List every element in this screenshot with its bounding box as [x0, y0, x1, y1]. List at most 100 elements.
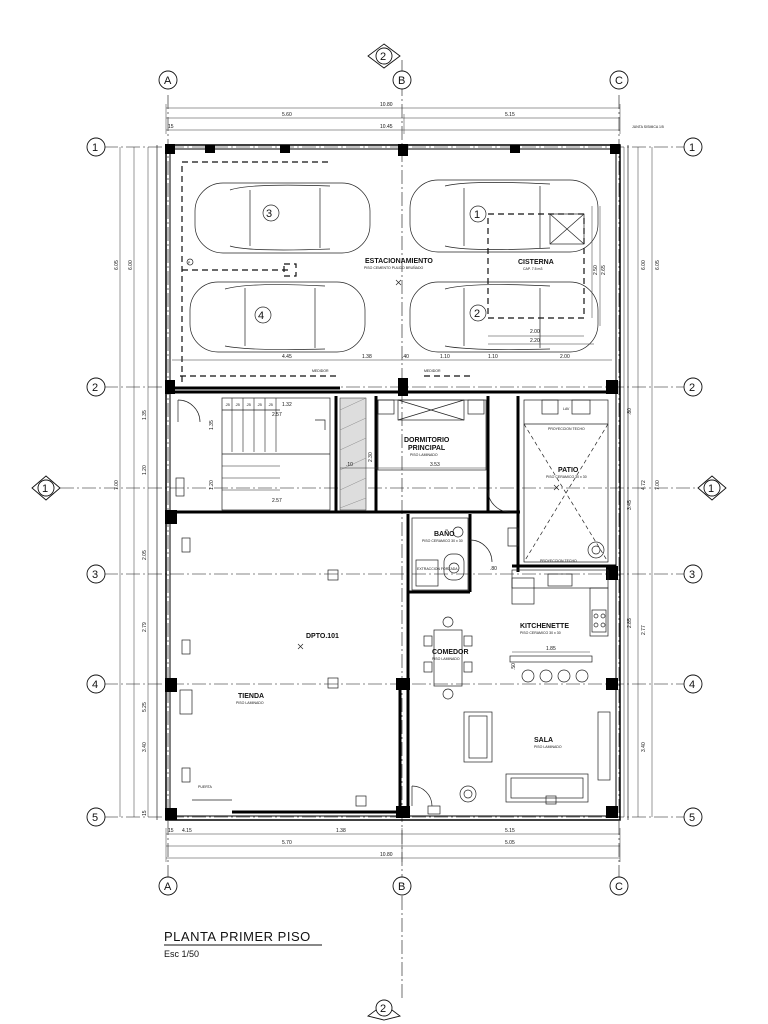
dim-left-5: 1.20: [142, 465, 148, 475]
car-4: 4: [189, 281, 366, 353]
cistern-name: CISTERNA: [518, 259, 554, 266]
grid-bubble-2-right: 2: [683, 377, 703, 397]
dining: COMEDOR PISO LAMINADO: [423, 616, 473, 700]
svg-text:4: 4: [689, 679, 695, 691]
car-number-4: 4: [258, 310, 264, 322]
drawing-scale: Esc 1/50: [164, 949, 199, 959]
svg-text:2: 2: [380, 51, 386, 63]
grid-bubble-3-right: 3: [683, 564, 703, 584]
living-finish: PISO LAMINADO: [534, 745, 562, 749]
grid-bubble-5-right: 5: [683, 807, 703, 827]
grid-bubble-3-left: 3: [86, 564, 106, 584]
dim-park-d: 1.10: [440, 354, 450, 360]
cistern-capacity: CAP. 7.5 m3: [523, 267, 542, 271]
dim-left-2: 6.00: [128, 260, 134, 270]
svg-text:C: C: [615, 881, 623, 893]
grid-bubble-b-bottom: B: [392, 876, 412, 896]
patio-finish: PISO CERAMICO 30 x 30: [546, 475, 587, 479]
dim-bottom-d: 1.38: [336, 828, 346, 834]
dim-left-8: 5.25: [142, 702, 148, 712]
dim-right-2: 6.00: [641, 260, 647, 270]
store-finish: PISO LAMINADO: [236, 701, 264, 705]
label-lav: LAV: [563, 407, 570, 411]
grid-bubble-c-top: C: [609, 70, 629, 90]
grid-bubbles: A B C A B C 1 2: [86, 70, 703, 896]
step-3: .25: [246, 403, 251, 407]
dim-left-9: 3.40: [142, 742, 148, 752]
bedroom-name-1: DORMITORIO: [404, 437, 450, 444]
dim-top-edge: 15: [168, 124, 174, 130]
dim-park-c: .40: [402, 354, 409, 360]
svg-text:1: 1: [92, 142, 98, 154]
dim-kit-h: .50: [511, 663, 517, 670]
label-proyeccion-2: PROYECCION TECHO: [540, 559, 577, 563]
bedroom-name-2: PRINCIPAL: [408, 445, 446, 452]
dim-left-7: 2.79: [142, 622, 148, 632]
svg-text:A: A: [164, 881, 172, 893]
section-markers: 2 2 1 1: [31, 43, 727, 1021]
dim-right-9: .80: [627, 408, 633, 415]
dining-name: COMEDOR: [432, 649, 469, 656]
dim-right-7: 2.85: [627, 618, 633, 628]
svg-text:B: B: [398, 881, 405, 893]
grid-bubble-4-right: 4: [683, 674, 703, 694]
car-1: 1: [409, 179, 599, 253]
bathroom: BAÑO PISO CERAMICO 30 x 30 EXTRACCION FO…: [411, 517, 497, 591]
grid-bubble-1-right: 1: [683, 137, 703, 157]
bottom-dimensions: 4.15 1.38 5.15 15 5.70 5.05 10.80: [165, 828, 621, 862]
dim-top-b: 5.15: [505, 112, 515, 118]
dim-bottom-e: 5.15: [505, 828, 515, 834]
dim-park-b: 1.38: [362, 354, 372, 360]
dim-right-3: 7.00: [655, 480, 661, 490]
step-1: .25: [225, 403, 230, 407]
section-marker-1-right: 1: [697, 475, 727, 501]
dim-park-a: 4.45: [282, 354, 292, 360]
car-number-3: 3: [266, 208, 272, 220]
bar-stools: [521, 669, 589, 683]
svg-text:2: 2: [380, 1003, 386, 1015]
living: SALA PISO LAMINADO: [411, 711, 611, 815]
dim-right-8: 3.40: [641, 742, 647, 752]
dim-stairs-h1: 1.35: [209, 420, 215, 430]
dining-finish: PISO LAMINADO: [432, 657, 460, 661]
dim-bed-h: 2.30: [368, 452, 374, 462]
dim-stairs-l: 1.32: [282, 402, 292, 408]
grid-bubble-5-left: 5: [86, 807, 106, 827]
dim-park-e: 1.10: [488, 354, 498, 360]
svg-text:1: 1: [42, 483, 48, 495]
svg-text:1: 1: [708, 483, 714, 495]
cistern: CISTERNA CAP. 7.5 m3 2.00 2.20 2.50 2.65: [487, 206, 607, 345]
patio-name: PATIO: [558, 467, 579, 474]
dim-cistern-w1: 2.00: [530, 329, 540, 335]
section-marker-2-top: 2: [367, 43, 401, 69]
dim-bottom-b: 5.05: [505, 840, 515, 846]
exterior-walls: [156, 144, 629, 821]
grid-bubble-a-top: A: [158, 70, 178, 90]
top-dimensions: 10.80 5.60 5.15 10.45 15 JUNTA SISMICA 1…: [165, 102, 664, 134]
dim-bottom-total: 10.80: [380, 852, 393, 858]
label-extraccion: EXTRACCION FORZADA: [417, 567, 458, 571]
bedroom-finish: PISO LAMINADO: [410, 453, 438, 457]
svg-text:5: 5: [92, 812, 98, 824]
parking-name: ESTACIONAMIENTO: [365, 258, 433, 265]
car-number-1: 1: [474, 209, 480, 221]
label-medidor-1: MEDIDOR: [312, 369, 329, 373]
label-medidor-2: MEDIDOR: [424, 369, 441, 373]
grid-bubble-2-left: 2: [86, 377, 106, 397]
drawing-title-block: PLANTA PRIMER PISO Esc 1/50: [164, 929, 322, 959]
dim-top-a: 5.60: [282, 112, 292, 118]
apartment-name: DPTO.101: [306, 633, 339, 640]
dim-left-10: 15: [142, 810, 148, 816]
svg-text:2: 2: [689, 382, 695, 394]
svg-text:2: 2: [92, 382, 98, 394]
drawing-title: PLANTA PRIMER PISO: [164, 929, 311, 944]
kitchenette: KITCHENETTE PISO CERAMICO 30 x 30 1.85 .…: [509, 569, 609, 683]
staircase: .25 .25 .25 .25 .25 1.32 2.57 2.57 1.35 …: [175, 397, 367, 511]
parking-area: 3 1 4 2: [172, 161, 612, 382]
dim-stairs-w-bottom: 2.57: [272, 498, 282, 504]
svg-text:C: C: [615, 75, 623, 87]
dim-bottom-c: 4.15: [182, 828, 192, 834]
car-number-2: 2: [474, 308, 480, 320]
label-puerta: PUERTA: [198, 785, 213, 789]
dim-cistern-h1: 2.50: [593, 265, 599, 275]
